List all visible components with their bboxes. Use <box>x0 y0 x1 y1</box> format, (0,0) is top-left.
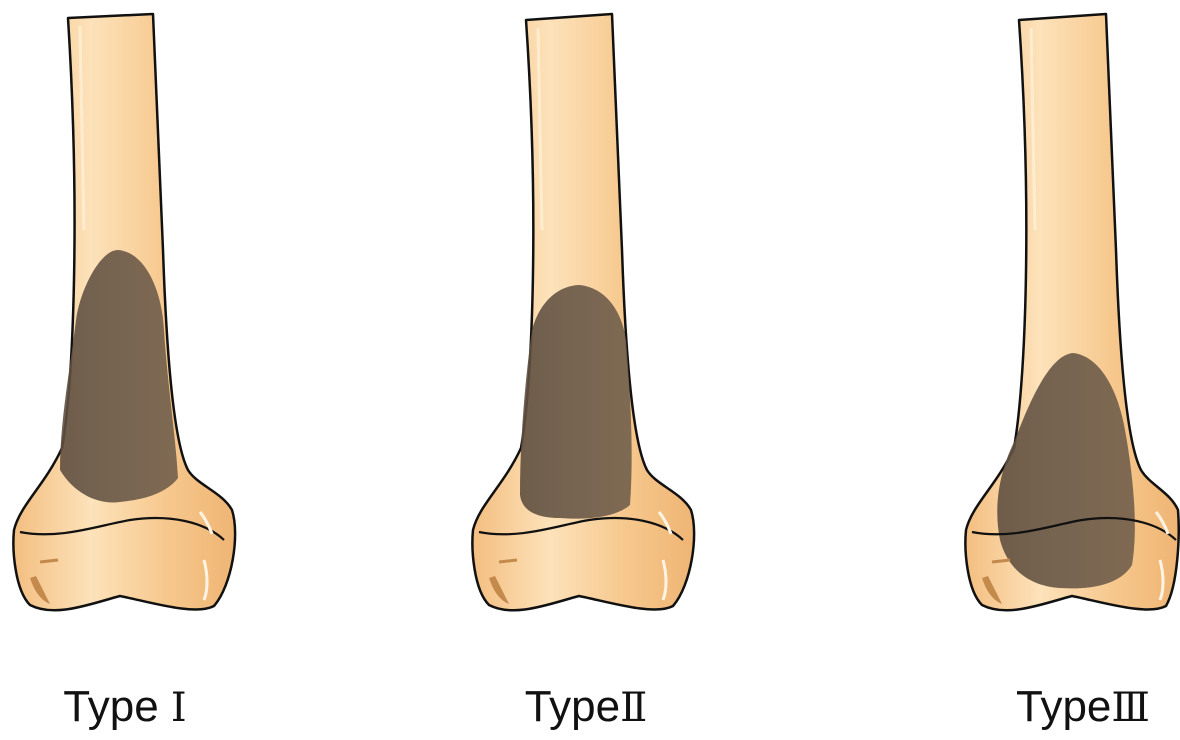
caption-word: Type <box>1016 682 1111 731</box>
lesion <box>520 285 632 519</box>
condyle-mark <box>40 560 58 562</box>
caption-numeral: Ⅱ <box>620 685 647 731</box>
caption-type-2: TypeⅡ <box>466 683 706 732</box>
caption-word: Type <box>525 682 620 731</box>
bone-type-2 <box>472 14 694 610</box>
caption-word: Type <box>63 682 158 731</box>
condyle-mark <box>499 560 517 562</box>
condyle-mark <box>992 560 1010 562</box>
caption-type-1: Type Ⅰ <box>5 683 245 732</box>
caption-numeral: Ⅲ <box>1111 685 1150 731</box>
bone-type-3 <box>965 14 1178 610</box>
caption-numeral: Ⅰ <box>171 685 187 731</box>
caption-type-3: TypeⅢ <box>963 683 1180 732</box>
bone-type-1 <box>13 14 235 610</box>
